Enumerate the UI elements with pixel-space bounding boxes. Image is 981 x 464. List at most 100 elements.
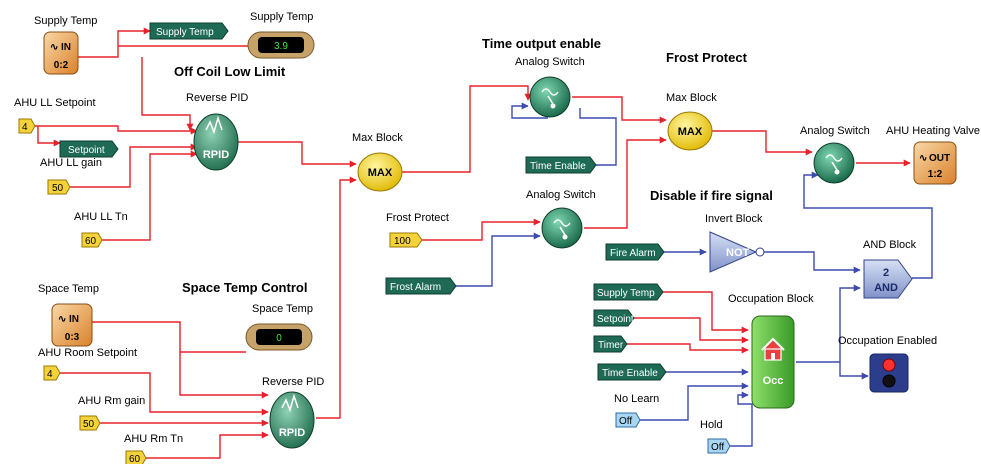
svg-text:60: 60 <box>129 454 141 464</box>
label-max-block-2: Max Block <box>666 92 717 104</box>
svg-text:0:2: 0:2 <box>54 60 69 71</box>
value-rm-gain[interactable]: 50 <box>79 415 101 431</box>
svg-text:60: 60 <box>85 236 97 247</box>
red-wires <box>35 27 911 459</box>
label-frost-protect-input: Frost Protect <box>386 212 449 224</box>
label-ahu-rm-gain: AHU Rm gain <box>78 395 145 407</box>
input-block-space-temp[interactable]: ∿ IN 0:3 <box>51 303 93 347</box>
svg-text:0: 0 <box>276 333 282 344</box>
analog-switch-3[interactable] <box>813 142 855 184</box>
svg-text:RPID: RPID <box>279 427 305 439</box>
tag-setpoint[interactable]: Setpoint <box>59 140 119 158</box>
svg-text:Time Enable: Time Enable <box>602 368 658 379</box>
svg-text:∿: ∿ <box>58 314 66 325</box>
svg-text:Frost Alarm: Frost Alarm <box>390 282 441 293</box>
value-frost-protect[interactable]: 100 <box>389 232 423 248</box>
analog-switch-1[interactable] <box>529 76 571 118</box>
svg-text:Timer: Timer <box>598 340 624 351</box>
svg-text:∿: ∿ <box>919 153 927 164</box>
max-block-1[interactable]: MAX <box>357 152 403 192</box>
tag-occ-supply-temp[interactable]: Supply Temp <box>593 283 664 301</box>
header-space-temp-control: Space Temp Control <box>182 280 307 295</box>
svg-text:2: 2 <box>883 267 889 279</box>
svg-text:AND: AND <box>874 282 898 294</box>
value-rm-tn[interactable]: 60 <box>125 450 147 464</box>
header-time-output-enable: Time output enable <box>482 36 601 51</box>
analog-switch-2[interactable] <box>541 207 583 249</box>
max-block-2[interactable]: MAX <box>667 111 713 151</box>
svg-text:Setpoint: Setpoint <box>597 314 634 325</box>
svg-text:OUT: OUT <box>929 153 950 164</box>
svg-text:50: 50 <box>52 183 64 194</box>
header-off-coil-low-limit: Off Coil Low Limit <box>174 64 286 79</box>
svg-text:Supply Temp: Supply Temp <box>156 27 214 38</box>
output-block-ahu-heating-valve[interactable]: ∿ OUT 1:2 <box>913 141 957 185</box>
svg-text:MAX: MAX <box>678 126 703 138</box>
tag-occ-time-enable[interactable]: Time Enable <box>597 363 667 381</box>
label-reverse-pid-2: Reverse PID <box>262 376 324 388</box>
label-ahu-ll-setpoint: AHU LL Setpoint <box>14 97 96 109</box>
label-no-learn: No Learn <box>614 393 659 405</box>
value-no-learn[interactable]: Off <box>615 412 641 428</box>
label-and-block: AND Block <box>863 239 917 251</box>
display-space-temp: 0 <box>245 323 313 351</box>
occupation-enabled-indicator <box>869 353 909 393</box>
not-block[interactable]: NOT <box>709 231 765 273</box>
svg-text:IN: IN <box>69 314 79 325</box>
label-ahu-heating-valve: AHU Heating Valve <box>886 125 980 137</box>
svg-text:4: 4 <box>22 122 28 133</box>
svg-text:Off: Off <box>619 416 632 427</box>
value-ll-tn[interactable]: 60 <box>81 232 103 248</box>
svg-text:RPID: RPID <box>203 149 229 161</box>
tag-fire-alarm[interactable]: Fire Alarm <box>605 243 665 261</box>
reverse-pid-block-2[interactable]: RPID <box>269 391 315 449</box>
input-block-supply-temp[interactable]: ∿ IN 0:2 <box>43 31 79 75</box>
svg-text:IN: IN <box>61 42 71 53</box>
tag-time-enable[interactable]: Time Enable <box>525 156 597 174</box>
reverse-pid-block-1[interactable]: RPID <box>193 113 239 171</box>
label-analog-switch-3: Analog Switch <box>800 125 870 137</box>
svg-text:∿: ∿ <box>50 42 58 53</box>
label-ahu-ll-tn: AHU LL Tn <box>74 211 128 223</box>
label-space-temp-display: Space Temp <box>252 303 313 315</box>
tag-frost-alarm[interactable]: Frost Alarm <box>385 277 457 295</box>
svg-text:Occ: Occ <box>763 375 784 387</box>
occupation-block[interactable]: Occ <box>751 315 795 409</box>
svg-text:Fire Alarm: Fire Alarm <box>610 248 656 259</box>
svg-text:MAX: MAX <box>368 167 393 179</box>
label-hold: Hold <box>700 419 723 431</box>
label-occupation-enabled: Occupation Enabled <box>838 335 937 347</box>
svg-text:Time Enable: Time Enable <box>530 161 586 172</box>
label-space-temp-input: Space Temp <box>38 283 99 295</box>
tag-supply-temp[interactable]: Supply Temp <box>149 22 229 40</box>
display-supply-temp: 3.9 <box>247 31 315 59</box>
tag-occ-timer[interactable]: Timer <box>593 335 628 353</box>
home-icon <box>761 337 785 361</box>
value-ll-setpoint[interactable]: 4 <box>18 118 36 134</box>
label-ahu-rm-tn: AHU Rm Tn <box>124 433 183 445</box>
blue-wires <box>456 102 933 447</box>
svg-text:1:2: 1:2 <box>928 169 943 180</box>
value-ll-gain[interactable]: 50 <box>47 179 71 195</box>
svg-text:4: 4 <box>47 369 53 380</box>
svg-text:100: 100 <box>394 236 411 247</box>
svg-text:3.9: 3.9 <box>274 41 288 52</box>
label-supply-temp-display: Supply Temp <box>250 11 313 23</box>
label-invert-block: Invert Block <box>705 213 763 225</box>
svg-text:Off: Off <box>711 442 724 453</box>
header-disable-if-fire-signal: Disable if fire signal <box>650 188 773 203</box>
svg-text:NOT: NOT <box>726 247 750 259</box>
svg-text:Setpoint: Setpoint <box>68 145 105 156</box>
label-analog-switch-2: Analog Switch <box>526 189 596 201</box>
svg-text:Supply Temp: Supply Temp <box>597 288 655 299</box>
svg-text:50: 50 <box>83 419 95 430</box>
label-analog-switch-1: Analog Switch <box>515 56 585 68</box>
value-room-setpoint[interactable]: 4 <box>43 365 61 381</box>
label-supply-temp-input: Supply Temp <box>34 15 97 27</box>
tag-occ-setpoint[interactable]: Setpoint <box>593 309 635 327</box>
label-ahu-ll-gain: AHU LL gain <box>40 157 102 169</box>
and-block[interactable]: 2 AND <box>863 259 913 299</box>
value-hold[interactable]: Off <box>707 438 731 454</box>
label-occupation-block: Occupation Block <box>728 293 814 305</box>
